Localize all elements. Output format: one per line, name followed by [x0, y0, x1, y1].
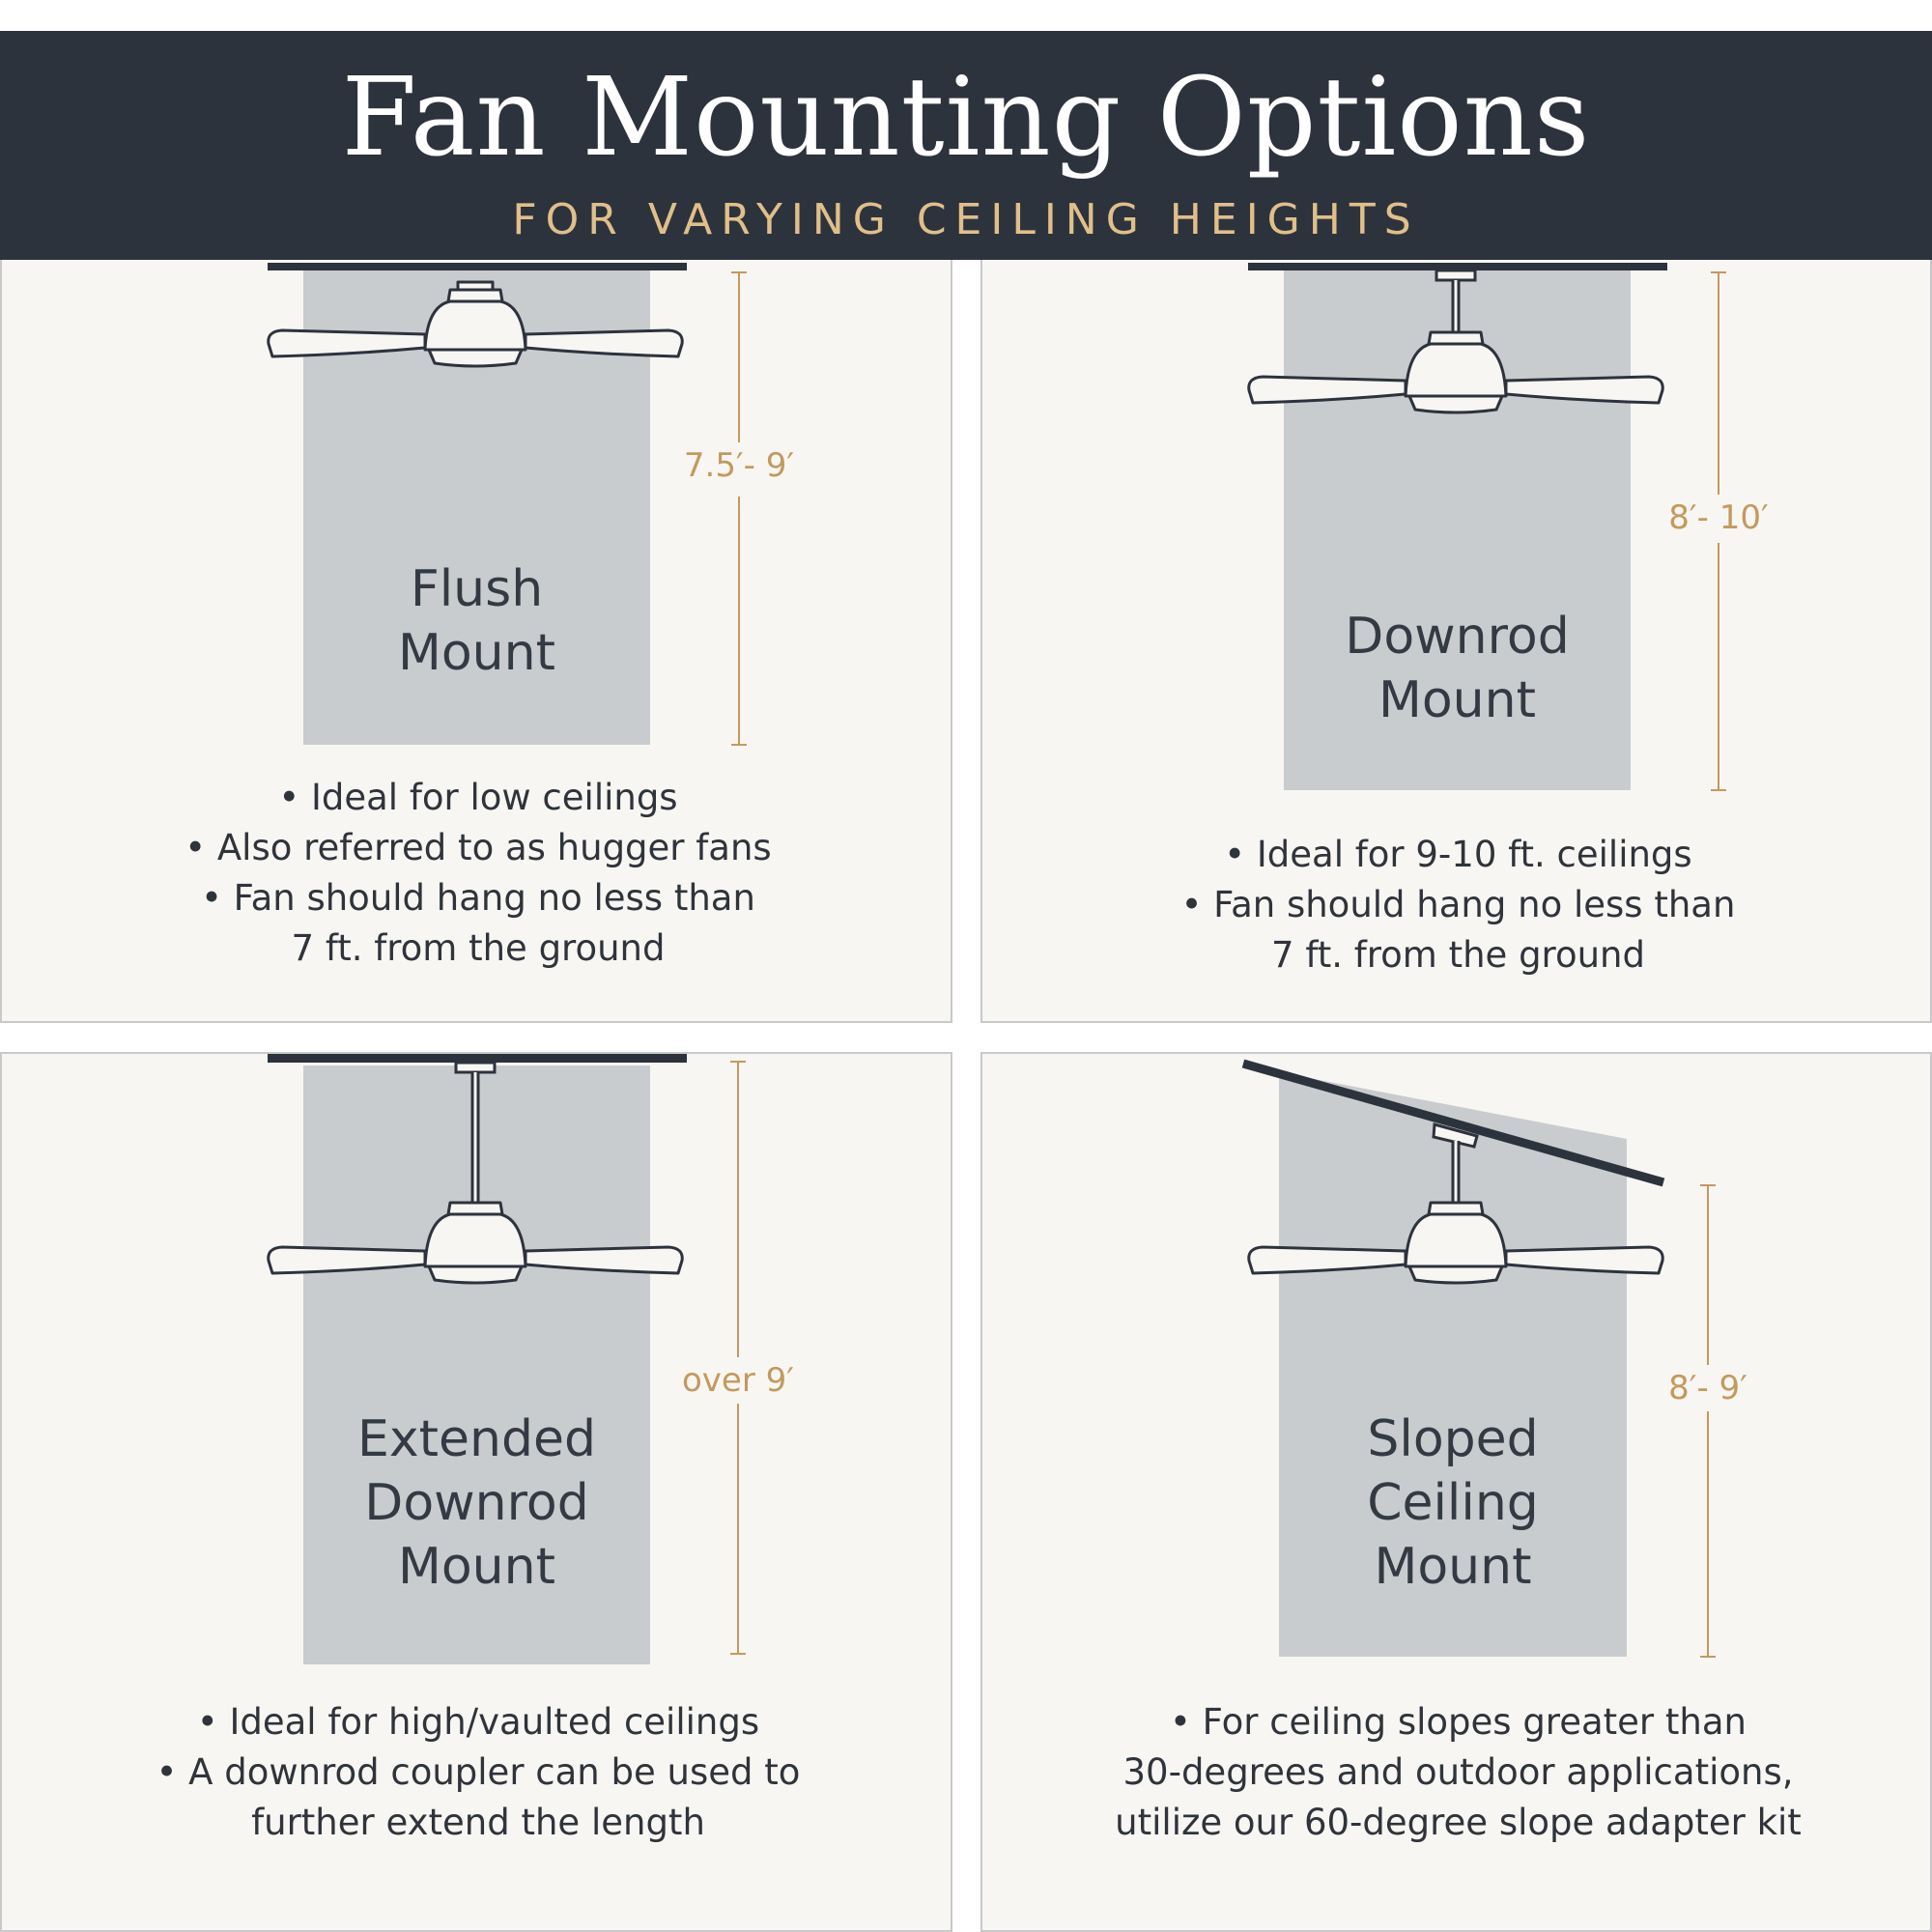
bullet-list: • Ideal for 9-10 ft. ceilings • Fan shou… [982, 830, 1930, 980]
mount-type-label: Downrod Mount [1284, 605, 1631, 732]
mount-label-line: Downrod [364, 1474, 589, 1532]
column-shade [1279, 1072, 1627, 1657]
bullet-item: • Also referred to as hugger fans [185, 827, 772, 868]
panel-flush-mount: 7.5′- 9′ Flush Mount • Ideal for low cei… [0, 253, 952, 1023]
mount-label-line: Sloped [1367, 1410, 1539, 1468]
page-subtitle: FOR VARYING CEILING HEIGHTS [512, 195, 1420, 244]
ceiling-fan-icon [1247, 330, 1664, 414]
bullet-item: • A downrod coupler can be used to [156, 1751, 801, 1793]
bullet-item: • For ceiling slopes greater than [1170, 1701, 1747, 1743]
mount-type-label: Sloped Ceiling Mount [1279, 1407, 1627, 1599]
extended-downrod-mount-illustration [267, 1054, 746, 1664]
bullet-item: • Fan should hang no less than [201, 877, 755, 919]
mount-label-line: Extended [357, 1410, 596, 1468]
bullet-item: • Ideal for high/vaulted ceilings [196, 1701, 760, 1743]
downrod-mount-illustration [1247, 263, 1726, 791]
header-banner: Fan Mounting Options FOR VARYING CEILING… [0, 31, 1932, 260]
bullet-item: further extend the length [251, 1802, 705, 1843]
ceiling-fan-icon [267, 1201, 684, 1285]
bullet-item: • Fan should hang no less than [1180, 884, 1736, 925]
height-range-label: 7.5′- 9′ [662, 442, 816, 489]
mount-type-label: Flush Mount [303, 557, 650, 685]
sloped-ceiling-line [1241, 1059, 1665, 1187]
mount-label-line: Flush [410, 560, 544, 618]
bullet-item: • Ideal for 9-10 ft. ceilings [1224, 834, 1692, 875]
bullet-item: utilize our 60-degree slope adapter kit [1115, 1802, 1802, 1843]
bullet-item: 30-degrees and outdoor applications, [1122, 1751, 1794, 1793]
panel-sloped-ceiling-mount: 8′- 9′ Sloped Ceiling Mount • For ceilin… [980, 1052, 1932, 1932]
ceiling-line [268, 1054, 687, 1063]
height-range-label: 8′- 10′ [1641, 495, 1796, 541]
bullet-item: 7 ft. from the ground [1271, 934, 1645, 976]
flush-mount-illustration [267, 263, 747, 746]
mount-label-line: Mount [398, 624, 555, 682]
mount-label-line: Mount [398, 1538, 555, 1596]
bullet-item: 7 ft. from the ground [291, 927, 666, 969]
bullet-item: • Ideal for low ceilings [278, 777, 678, 818]
ceiling-line [268, 263, 687, 270]
height-range-label: 8′- 9′ [1631, 1365, 1785, 1411]
mount-label-line: Mount [1378, 671, 1536, 729]
ceiling-fan-icon [267, 280, 684, 368]
bullet-list: • For ceiling slopes greater than 30-deg… [982, 1697, 1930, 1848]
ceiling-fan-icon [1247, 1201, 1664, 1285]
bullet-list: • Ideal for low ceilings • Also referred… [2, 773, 951, 974]
page-title: Fan Mounting Options [341, 55, 1591, 181]
mount-label-line: Ceiling [1367, 1474, 1539, 1532]
mount-label-line: Mount [1374, 1538, 1532, 1596]
height-range-label: over 9′ [661, 1357, 815, 1404]
mount-type-label: Extended Downrod Mount [303, 1407, 650, 1599]
mount-label-line: Downrod [1345, 608, 1570, 666]
bullet-list: • Ideal for high/vaulted ceilings • A do… [2, 1697, 951, 1848]
sloped-ceiling-mount-illustration [1241, 1059, 1716, 1658]
panel-extended-downrod-mount: over 9′ Extended Downrod Mount • Ideal f… [0, 1052, 952, 1932]
panel-downrod-mount: 8′- 10′ Downrod Mount • Ideal for 9-10 f… [980, 253, 1932, 1023]
ceiling-line [1248, 263, 1667, 270]
